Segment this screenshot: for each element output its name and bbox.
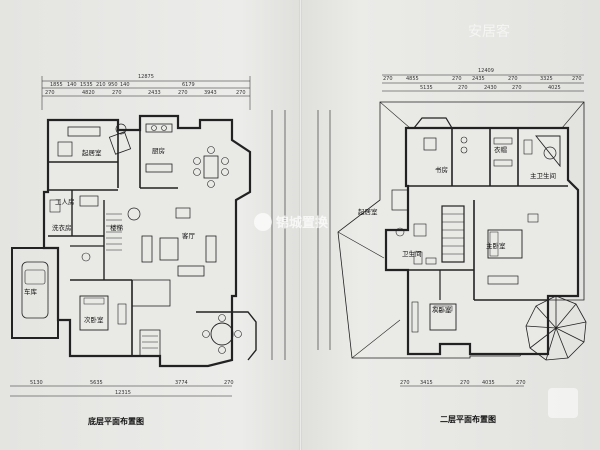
right-top-mid-dim: 270 — [572, 76, 582, 82]
right-bottom-dim: 270 — [516, 380, 526, 386]
right-top-mid-dim: 3325 — [540, 76, 553, 82]
watermark-corner-text: 安居客 — [468, 23, 510, 40]
left-top-inner-dim: 270 — [178, 90, 188, 96]
right-floor-plan — [317, 74, 587, 387]
left-floor-plan — [10, 76, 286, 397]
right-top-inner-dim: 270 — [512, 85, 522, 91]
left-top-inner-dim: 270 — [236, 90, 246, 96]
room-label: 客厅 — [182, 231, 196, 240]
room-label: 工人房 — [55, 197, 75, 206]
right-top-inner-dim: 2430 — [484, 85, 497, 91]
room-label: 书房 — [435, 165, 448, 174]
left-top-mid-dim: 140 — [67, 82, 77, 88]
left-top-inner-dim: 2433 — [148, 90, 161, 96]
watermark-logo: 锦城置换 — [254, 213, 329, 231]
right-bottom-dim: 3415 — [420, 380, 433, 386]
left-bottom-outer-dim: 12315 — [115, 390, 131, 396]
room-label: 衣帽 — [494, 145, 508, 154]
right-plan-title: 二层平面布置图 — [440, 414, 496, 424]
right-top-mid-dim: 270 — [452, 76, 462, 82]
left-plan-title: 底层平面布置图 — [87, 416, 144, 426]
left-room-labels: 起居室 厨房 工人房 洗衣房 楼梯 客厅 车库 次卧室 底层平面布置图 — [24, 146, 196, 426]
left-bottom-dim: 3774 — [175, 380, 188, 386]
right-top-inner-dim: 270 — [458, 85, 468, 91]
room-label: 厨房 — [152, 146, 165, 155]
left-top-mid-dim: 210 — [96, 82, 106, 88]
room-label: 次卧室 — [84, 315, 104, 324]
right-bottom-dim: 4035 — [482, 380, 495, 386]
right-top-mid-dim: 270 — [508, 76, 518, 82]
watermark-text: 锦城置换 — [276, 215, 329, 231]
left-top-mid-dim: 950 — [108, 82, 118, 88]
right-room-labels: 书房 衣帽 主卫生间 起居室 主卧室 卫生间 次卧室 二层平面布置图 — [358, 145, 556, 424]
left-top-inner-dim: 4820 — [82, 90, 95, 96]
left-top-inner-dim: 270 — [45, 90, 55, 96]
right-top-inner-dim: 4025 — [548, 85, 561, 91]
left-top-mid-dim: 1535 — [80, 82, 93, 88]
right-top-inner-dim: 5135 — [420, 85, 433, 91]
left-top-outer-dim: 12875 — [138, 74, 154, 80]
right-top-mid-dim: 2435 — [472, 76, 485, 82]
left-top-inner-dim: 3943 — [204, 90, 217, 96]
room-label: 主卫生间 — [530, 171, 556, 180]
room-label: 楼梯 — [110, 223, 124, 232]
right-bottom-dim: 270 — [460, 380, 470, 386]
right-top-mid-dim: 270 — [383, 76, 393, 82]
room-label: 洗衣房 — [52, 223, 72, 232]
watermark-corner-mark — [548, 388, 578, 418]
room-label: 车库 — [24, 287, 38, 296]
right-bottom-dim: 270 — [400, 380, 410, 386]
left-top-mid-dim: 6179 — [182, 82, 195, 88]
paper-fold — [299, 0, 302, 450]
right-dimension-labels: 12409 270 4855 270 2435 270 3325 270 513… — [383, 68, 582, 386]
left-top-mid-dim: 1855 — [50, 82, 63, 88]
left-bottom-dim: 5130 — [30, 380, 43, 386]
left-bottom-dim: 5635 — [90, 380, 103, 386]
right-top-mid-dim: 4855 — [406, 76, 419, 82]
right-top-outer-dim: 12409 — [478, 68, 494, 74]
left-dimension-labels: 12875 1855 140 1535 210 950 140 6179 270… — [30, 74, 246, 396]
room-label: 起居室 — [82, 148, 102, 157]
room-label: 主卧室 — [486, 241, 506, 250]
room-label: 起居室 — [358, 207, 378, 216]
room-label: 次卧室 — [432, 305, 452, 314]
left-top-mid-dim: 140 — [120, 82, 130, 88]
room-label: 卫生间 — [402, 249, 422, 258]
left-bottom-dim: 270 — [224, 380, 234, 386]
left-top-inner-dim: 270 — [112, 90, 122, 96]
